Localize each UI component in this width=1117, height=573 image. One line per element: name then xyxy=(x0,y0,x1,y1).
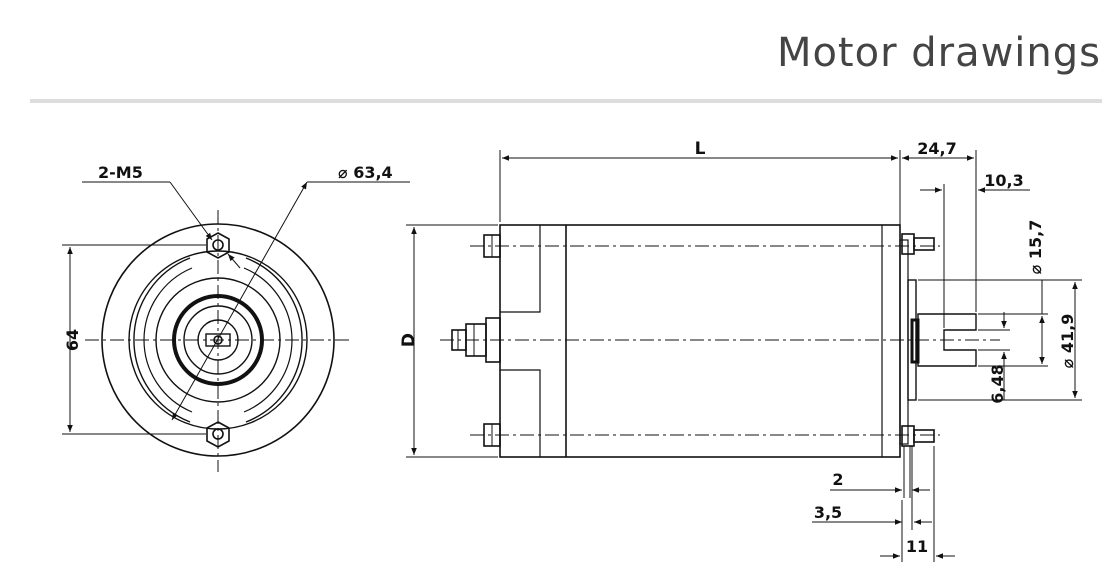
shaft xyxy=(917,313,977,367)
dim-dia-leader xyxy=(171,181,308,421)
label-length: L xyxy=(695,139,706,159)
label-diameter-d: D xyxy=(399,333,419,347)
label-shaft-dia-15-7: ⌀ 15,7 xyxy=(1026,220,1045,275)
motor-body xyxy=(499,224,901,458)
label-dim-3-5: 3,5 xyxy=(814,503,842,522)
mounting-slot-arc-left xyxy=(133,257,191,423)
stud-bottom xyxy=(913,429,935,443)
right-flange xyxy=(899,239,909,445)
label-shaft-len-10-3: 10,3 xyxy=(984,171,1023,190)
label-front-diameter: ⌀ 63,4 xyxy=(338,163,393,182)
m5-leader xyxy=(169,181,213,241)
front-view xyxy=(62,181,410,472)
label-front-height: 64 xyxy=(63,329,82,351)
stud-top xyxy=(913,237,935,251)
label-flat-6-48: 6,48 xyxy=(988,364,1007,403)
header-rule xyxy=(30,99,1102,103)
end-cap-detail xyxy=(500,225,541,457)
label-dim-11: 11 xyxy=(906,537,928,556)
page-title: Motor drawings xyxy=(776,30,1101,76)
label-pilot-dia-41-9: ⌀ 41,9 xyxy=(1058,314,1077,369)
label-flange-24-7: 24,7 xyxy=(917,139,956,158)
pilot-ring xyxy=(910,318,920,364)
m5-leader-2 xyxy=(227,253,241,269)
label-2-m5: 2-M5 xyxy=(98,163,143,182)
label-dim-2: 2 xyxy=(832,470,843,489)
side-view xyxy=(406,150,1082,562)
